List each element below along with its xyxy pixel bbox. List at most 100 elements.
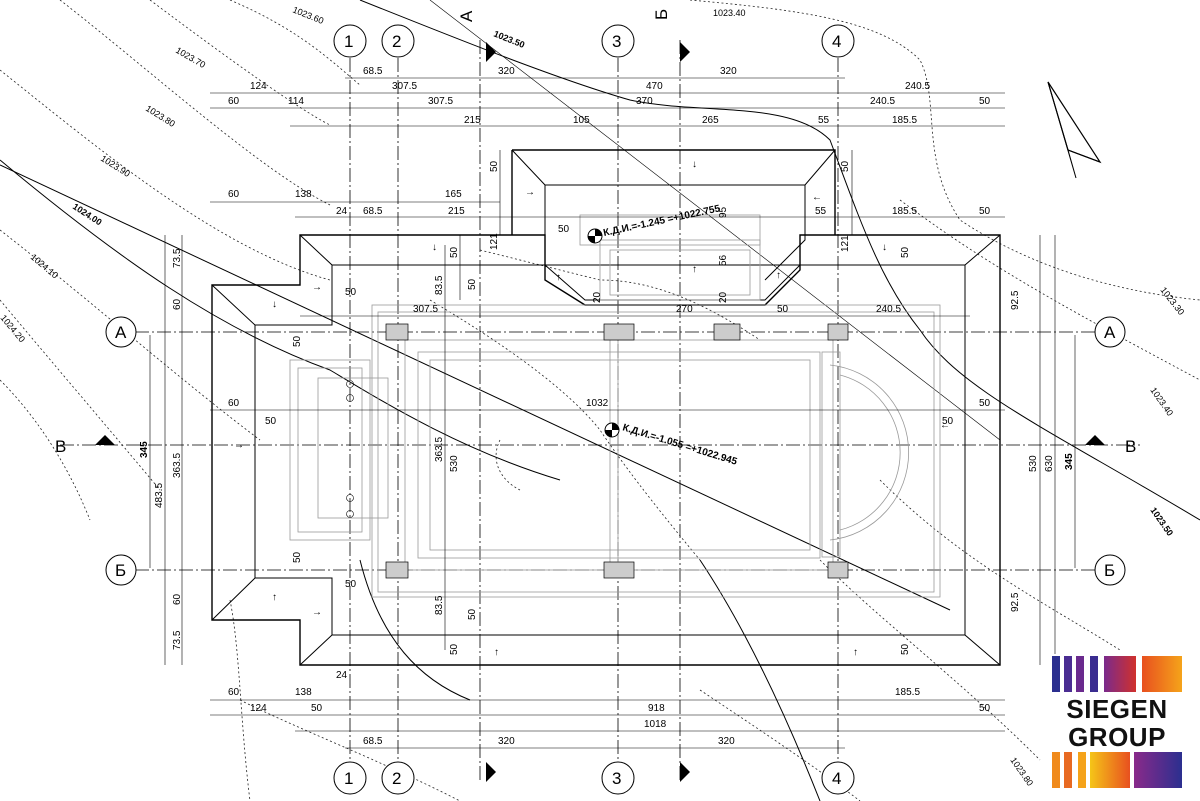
svg-text:50: 50: [345, 579, 357, 590]
svg-text:↑: ↑: [853, 647, 858, 658]
siegen-group-logo: SIEGEN GROUP: [1050, 654, 1184, 790]
svg-text:50: 50: [979, 206, 991, 217]
svg-text:↓: ↓: [272, 299, 277, 310]
svg-text:165: 165: [445, 189, 462, 200]
svg-text:138: 138: [295, 189, 312, 200]
svg-text:1: 1: [344, 32, 353, 51]
section-label: В: [55, 437, 66, 456]
svg-text:50: 50: [979, 96, 991, 107]
svg-text:56: 56: [718, 254, 729, 266]
axis-bubble-4-bottom: 4: [821, 761, 855, 795]
logo-line-2: GROUP: [1068, 722, 1166, 752]
svg-text:→: →: [234, 440, 244, 451]
grid-axes: 1 2 3 4 1 2 3 4 А Б А Б: [105, 24, 1126, 795]
svg-text:50: 50: [942, 416, 954, 427]
logo-line-1: SIEGEN: [1066, 694, 1168, 724]
svg-text:114: 114: [288, 96, 304, 107]
svg-text:50: 50: [467, 278, 478, 290]
contour-label: 1024.00: [71, 201, 104, 227]
svg-text:→: →: [525, 187, 535, 198]
svg-text:1018: 1018: [644, 719, 667, 730]
svg-text:345: 345: [1064, 453, 1075, 470]
svg-text:307.5: 307.5: [428, 96, 453, 107]
svg-text:124: 124: [250, 81, 267, 92]
contour-label: 1023.60: [291, 5, 325, 26]
svg-text:185.5: 185.5: [892, 206, 917, 217]
svg-text:92.5: 92.5: [1010, 290, 1021, 310]
svg-text:50: 50: [777, 304, 789, 315]
contour-label: 1024.10: [29, 252, 60, 281]
svg-text:530: 530: [449, 455, 460, 472]
axis-bubble-B-left: Б: [105, 554, 137, 586]
svg-text:83.5: 83.5: [434, 275, 445, 295]
svg-text:483.5: 483.5: [154, 483, 165, 508]
svg-text:320: 320: [720, 66, 737, 77]
svg-text:95: 95: [718, 206, 729, 218]
svg-text:60: 60: [228, 189, 240, 200]
svg-text:307.5: 307.5: [392, 81, 417, 92]
svg-text:185.5: 185.5: [892, 115, 917, 126]
svg-text:320: 320: [718, 736, 735, 747]
svg-text:Б: Б: [1104, 561, 1115, 580]
svg-text:630: 630: [1044, 455, 1055, 472]
section-label: Б: [652, 9, 671, 20]
svg-text:60: 60: [228, 96, 240, 107]
contour-label: 1023.50: [492, 29, 526, 50]
svg-text:50: 50: [449, 246, 460, 258]
svg-text:50: 50: [449, 643, 460, 655]
svg-text:↓: ↓: [692, 159, 697, 170]
svg-text:215: 215: [448, 206, 465, 217]
dimension-texts: 68.5 320 470 320 124 307.5 240.5 60 114 …: [139, 66, 1075, 747]
svg-text:2: 2: [392, 769, 401, 788]
svg-text:50: 50: [558, 224, 570, 235]
contour-label: 1023.80: [1008, 755, 1035, 787]
svg-text:→: →: [312, 282, 322, 293]
svg-text:92.5: 92.5: [1010, 592, 1021, 612]
svg-text:А: А: [1104, 323, 1116, 342]
svg-text:185.5: 185.5: [895, 687, 920, 698]
axis-bubble-A-left: А: [105, 316, 137, 348]
svg-text:↓: ↓: [882, 242, 887, 253]
svg-text:68.5: 68.5: [363, 736, 383, 747]
svg-text:50: 50: [292, 551, 303, 563]
svg-text:240.5: 240.5: [870, 96, 895, 107]
svg-text:68.5: 68.5: [363, 206, 383, 217]
svg-text:121: 121: [489, 233, 500, 250]
svg-text:363.5: 363.5: [434, 437, 445, 462]
svg-text:50: 50: [292, 335, 303, 347]
svg-text:307.5: 307.5: [413, 304, 438, 315]
svg-text:50: 50: [345, 287, 357, 298]
svg-text:50: 50: [311, 703, 323, 714]
svg-text:50: 50: [265, 416, 277, 427]
section-label: В: [1125, 437, 1136, 456]
section-label: А: [457, 10, 476, 22]
svg-text:55: 55: [815, 206, 827, 217]
svg-text:50: 50: [979, 398, 991, 409]
svg-text:↑: ↑: [556, 272, 561, 283]
contour-label: 1023.40: [713, 8, 746, 18]
svg-text:→: →: [312, 607, 322, 618]
svg-text:20: 20: [718, 291, 729, 303]
level-marker-center: К.Д.И.=-1.055 =+1022.945: [604, 422, 739, 468]
svg-text:240.5: 240.5: [876, 304, 901, 315]
svg-text:50: 50: [900, 643, 911, 655]
slope-arrows: ↓ ↑ → ← ↓ ↓ ↓ → ↑ ↑ → ← ↑ → ↑ ↑: [234, 159, 950, 658]
axis-bubble-2-top: 2: [381, 24, 415, 58]
svg-text:470: 470: [646, 81, 663, 92]
svg-text:60: 60: [172, 298, 183, 310]
axis-bubble-2-bottom: 2: [381, 761, 415, 795]
svg-text:270: 270: [676, 304, 693, 315]
svg-text:363.5: 363.5: [172, 453, 183, 478]
svg-text:138: 138: [295, 687, 312, 698]
svg-text:1: 1: [344, 769, 353, 788]
svg-text:50: 50: [489, 160, 500, 172]
svg-text:73.5: 73.5: [172, 248, 183, 268]
building-outline: [211, 149, 1001, 666]
contour-label: 1023.50: [1148, 505, 1175, 537]
svg-text:↓: ↓: [432, 242, 437, 253]
axis-bubble-B-right: Б: [1094, 554, 1126, 586]
svg-text:55: 55: [818, 115, 830, 126]
svg-text:121: 121: [840, 235, 851, 252]
logo-stripes-icon: [1050, 654, 1184, 788]
